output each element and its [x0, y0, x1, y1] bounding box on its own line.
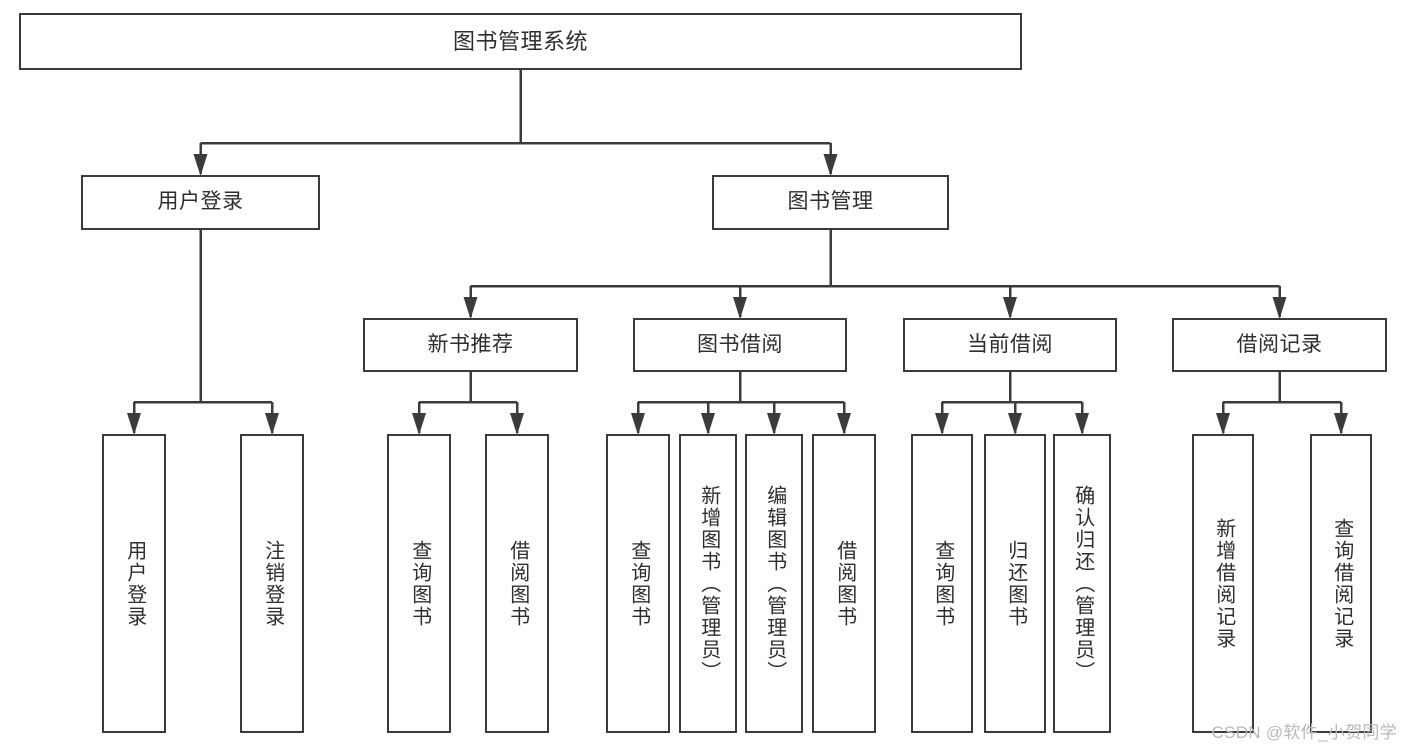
leaf-edit-book-label: 编辑图书（管理员）: [763, 484, 786, 683]
node-borrow-record-label: 借阅记录: [1236, 332, 1323, 356]
leaf-user-login[interactable]: 用户登录: [102, 434, 166, 733]
leaf-add-borrow-record[interactable]: 新增借阅记录: [1192, 434, 1254, 733]
leaf-borrow-book-2-label: 借阅图书: [833, 539, 856, 628]
node-current-borrow[interactable]: 当前借阅: [903, 318, 1117, 372]
node-borrow-record[interactable]: 借阅记录: [1172, 318, 1387, 372]
node-root[interactable]: 图书管理系统: [19, 13, 1022, 70]
node-book-manage-label: 图书管理: [787, 190, 874, 214]
leaf-user-login-label: 用户登录: [123, 539, 146, 628]
leaf-query-book-3-label: 查询图书: [931, 539, 954, 628]
leaf-query-book-1-label: 查询图书: [408, 539, 431, 628]
leaf-query-book-2[interactable]: 查询图书: [606, 434, 670, 733]
node-new-book-recommend-label: 新书推荐: [427, 332, 514, 356]
node-current-borrow-label: 当前借阅: [967, 332, 1053, 356]
leaf-confirm-return[interactable]: 确认归还（管理员）: [1053, 434, 1111, 733]
leaf-query-borrow-record-label: 查询借阅记录: [1330, 517, 1353, 650]
node-book-manage[interactable]: 图书管理: [712, 175, 949, 230]
leaf-borrow-book-2[interactable]: 借阅图书: [812, 434, 876, 733]
leaf-query-book-2-label: 查询图书: [627, 539, 650, 628]
watermark-text: CSDN @软件_小贺同学: [1211, 723, 1397, 742]
leaf-query-book-3[interactable]: 查询图书: [911, 434, 973, 733]
leaf-query-borrow-record[interactable]: 查询借阅记录: [1310, 434, 1372, 733]
leaf-confirm-return-label: 确认归还（管理员）: [1071, 484, 1094, 683]
leaf-logout[interactable]: 注销登录: [240, 434, 304, 733]
leaf-borrow-book-1-label: 借阅图书: [506, 539, 529, 628]
node-user-login[interactable]: 用户登录: [81, 175, 320, 230]
leaf-add-book-label: 新增图书（管理员）: [697, 484, 720, 683]
leaf-borrow-book-1[interactable]: 借阅图书: [485, 434, 549, 733]
node-user-login-label: 用户登录: [157, 190, 244, 214]
node-new-book-recommend[interactable]: 新书推荐: [363, 318, 578, 372]
leaf-logout-label: 注销登录: [261, 539, 284, 628]
leaf-add-book[interactable]: 新增图书（管理员）: [679, 434, 737, 733]
leaf-return-book[interactable]: 归还图书: [984, 434, 1046, 733]
leaf-add-borrow-record-label: 新增借阅记录: [1212, 517, 1235, 650]
leaf-query-book-1[interactable]: 查询图书: [387, 434, 451, 733]
leaf-edit-book[interactable]: 编辑图书（管理员）: [745, 434, 803, 733]
node-book-borrow[interactable]: 图书借阅: [633, 318, 847, 372]
node-book-borrow-label: 图书借阅: [697, 332, 783, 356]
leaf-return-book-label: 归还图书: [1004, 539, 1027, 628]
node-root-label: 图书管理系统: [452, 28, 588, 54]
